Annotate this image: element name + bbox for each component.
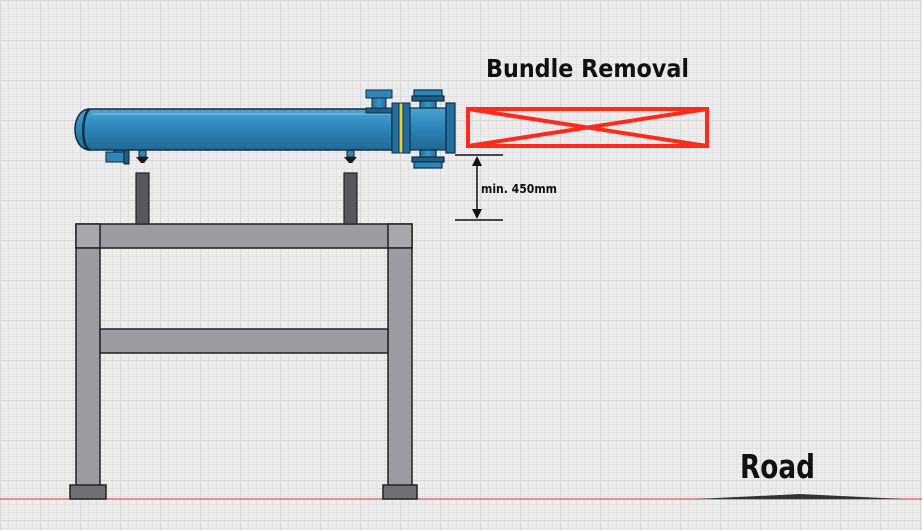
bundle-removal-zone: [466, 107, 709, 148]
frame-mid-brace: [99, 328, 389, 354]
frame-left-foot: [69, 484, 107, 500]
clearance-label: min. 450mm: [481, 182, 557, 196]
clearance-dimension: [455, 154, 503, 221]
saddle-post-right: [343, 172, 358, 225]
gasket: [398, 102, 404, 154]
saddle-posts: [135, 172, 358, 225]
frame-right-leg: [387, 247, 413, 487]
channel-head: [409, 89, 456, 169]
frame-left-post-cap: [75, 223, 101, 249]
road-surface: [696, 494, 904, 499]
frame-top-beam: [75, 223, 413, 249]
support-frame: [69, 223, 418, 500]
shell-top-nozzle: [365, 89, 393, 114]
frame-right-post-cap: [387, 223, 413, 249]
frame-left-leg: [75, 247, 101, 487]
bundle-removal-label: Bundle Removal: [486, 54, 689, 83]
exchanger-shell: [74, 107, 393, 152]
frame-right-foot: [382, 484, 418, 500]
shell-end-cap: [82, 107, 91, 152]
channel-flange: [391, 102, 411, 154]
saddle-post-left: [135, 172, 150, 225]
road-label: Road: [740, 447, 815, 486]
